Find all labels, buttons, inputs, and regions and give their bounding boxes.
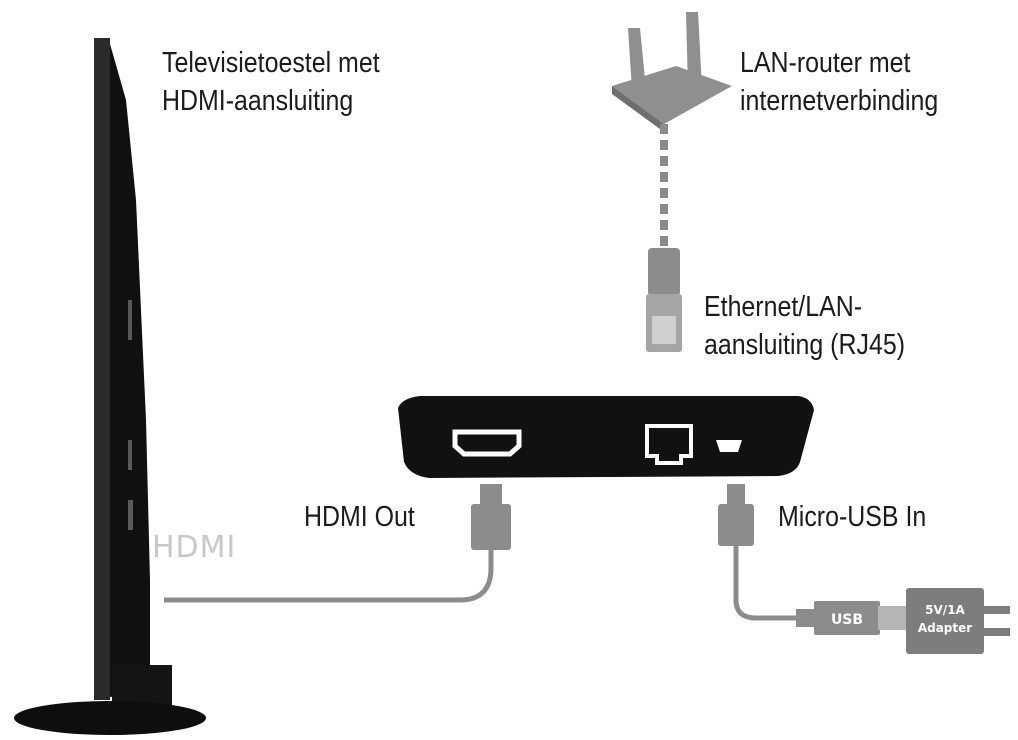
router-body xyxy=(612,66,732,124)
usb-power-cable: USB 5V/1A Adapter xyxy=(718,484,1010,654)
micro-usb-plug-body xyxy=(718,504,754,546)
ethernet-label: Ethernet/LAN- aansluiting (RJ45) xyxy=(704,288,905,364)
micro-usb-cable-line xyxy=(733,546,800,621)
usb-a-plug-body xyxy=(814,601,880,635)
usb-a-plug-label: USB xyxy=(831,612,863,628)
box-rj45-port xyxy=(645,424,693,465)
router-label: LAN-router met internetverbinding xyxy=(740,44,938,120)
micro-usb-in-label: Micro-USB In xyxy=(778,501,927,533)
usb-a-plug-strain xyxy=(796,609,816,627)
usb-a-plug-metal xyxy=(878,606,908,630)
power-adapter-prong-bottom xyxy=(984,628,1010,636)
tv-stand-base xyxy=(14,701,206,735)
ethernet-label-line-2: aansluiting (RJ45) xyxy=(704,329,906,361)
ethernet-cable xyxy=(646,124,682,352)
ethernet-plug-contacts xyxy=(652,316,676,344)
tv-side-buttons xyxy=(128,300,133,530)
lan-router xyxy=(612,12,732,132)
micro-usb-plug-tip xyxy=(727,484,745,506)
tv-label-line-1: Televisietoestel met xyxy=(162,47,380,79)
tv-hdmi-port-label: HDMI xyxy=(152,530,237,565)
box-hdmi-port xyxy=(452,429,522,457)
hdmi-cable-line xyxy=(164,550,494,603)
tv-label: Televisietoestel met HDMI-aansluiting xyxy=(162,44,380,120)
router-antenna-right xyxy=(686,12,702,88)
hdmi-plug-tip xyxy=(480,484,502,506)
hdmi-out-label: HDMI Out xyxy=(304,501,415,533)
power-adapter-label-2: Adapter xyxy=(918,621,972,635)
ethernet-label-line-1: Ethernet/LAN- xyxy=(704,291,863,323)
router-label-line-2: internetverbinding xyxy=(740,85,939,117)
power-adapter-body xyxy=(906,588,984,654)
router-label-line-1: LAN-router met xyxy=(740,47,911,79)
box-micro-usb-port xyxy=(716,440,742,452)
hdmi-plug-body xyxy=(471,504,511,550)
ethernet-plug-boot xyxy=(648,248,680,296)
router-body-shade xyxy=(612,86,664,132)
tv-label-line-2: HDMI-aansluiting xyxy=(162,85,354,117)
power-adapter-label-1: 5V/1A xyxy=(925,603,965,617)
tv-bezel-edge xyxy=(94,38,110,700)
router-antenna-left xyxy=(628,28,646,90)
power-adapter-prong-top xyxy=(984,606,1010,614)
hdmi-cable xyxy=(164,484,511,603)
media-box-body xyxy=(398,396,814,478)
television xyxy=(14,38,206,735)
media-box xyxy=(398,396,814,478)
